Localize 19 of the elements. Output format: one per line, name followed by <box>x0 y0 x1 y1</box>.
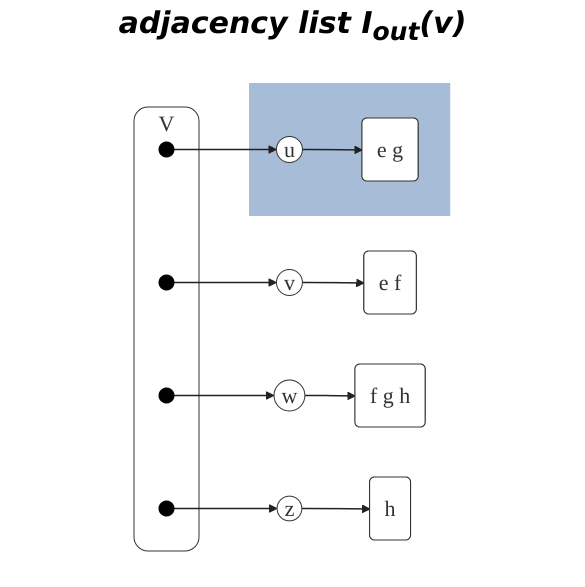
node-circle: z <box>276 496 303 522</box>
node-circle <box>158 388 175 404</box>
node-circle <box>158 500 175 516</box>
arrow <box>305 391 356 400</box>
arrow <box>174 278 278 287</box>
arrow <box>174 145 278 154</box>
node-circle: w <box>274 380 306 412</box>
node-circle <box>158 274 175 290</box>
arrow <box>302 278 366 288</box>
node-circle: v <box>276 269 304 296</box>
arrow <box>302 504 371 514</box>
arrow <box>174 504 278 513</box>
diagram-title: adjacency list I$_{out}$(v) <box>118 6 468 46</box>
arrow <box>302 145 364 154</box>
node-circle <box>158 142 175 158</box>
cluster <box>249 83 451 216</box>
node-circle: u <box>276 136 304 163</box>
cluster: V <box>134 106 200 552</box>
arrow <box>174 391 275 400</box>
